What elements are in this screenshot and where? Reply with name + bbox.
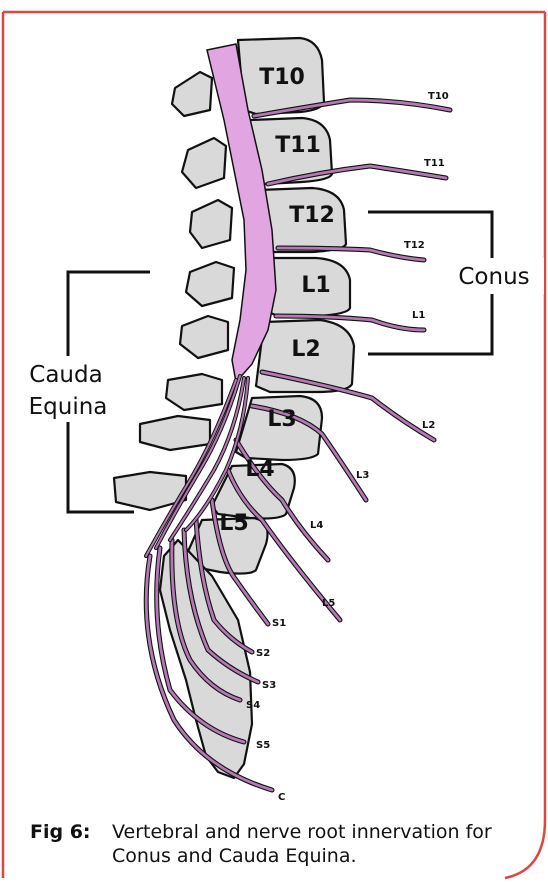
vertebra-label-t11: T11 [275,133,321,158]
nerve-label-l1: L1 [412,310,425,321]
vertebra-label-l1: L1 [301,273,330,298]
nerve-label-t10: T10 [428,91,449,102]
nerve-label-s4: S4 [246,700,260,711]
nerve-label-l3: L3 [356,470,369,481]
nerve-label-s5: S5 [256,740,270,751]
nerve-label-t11: T11 [424,158,445,169]
caption-line2: Conus and Cauda Equina. [112,845,357,867]
caption-line1: Vertebral and nerve root innervation for [112,821,492,843]
vertebra-label-t12: T12 [289,203,335,228]
nerve-label-l4: L4 [310,520,323,531]
nerve-label-t12: T12 [404,240,425,251]
nerve-label-l5: L5 [322,598,335,609]
caption-prefix: Fig 6: [30,820,91,844]
figure-caption: Fig 6: Vertebral and nerve root innervat… [30,820,540,868]
vertebra-label-l2: L2 [291,337,320,362]
nerve-label-l2: L2 [422,420,435,431]
nerve-label-s3: S3 [262,680,276,691]
nerve-label-s2: S2 [256,648,270,659]
conus-label: Conus [458,264,529,290]
nerve-label-c: C [278,792,285,803]
vertebra-label-t10: T10 [259,65,305,90]
vertebra-label-l4: L4 [245,457,274,482]
vertebra-label-l3: L3 [267,407,296,432]
cauda-equina-label-line1: Cauda [29,362,102,388]
nerve-label-s1: S1 [272,618,286,629]
vertebra-label-l5: L5 [219,511,248,536]
cauda-equina-label-line2: Equina [29,394,108,420]
